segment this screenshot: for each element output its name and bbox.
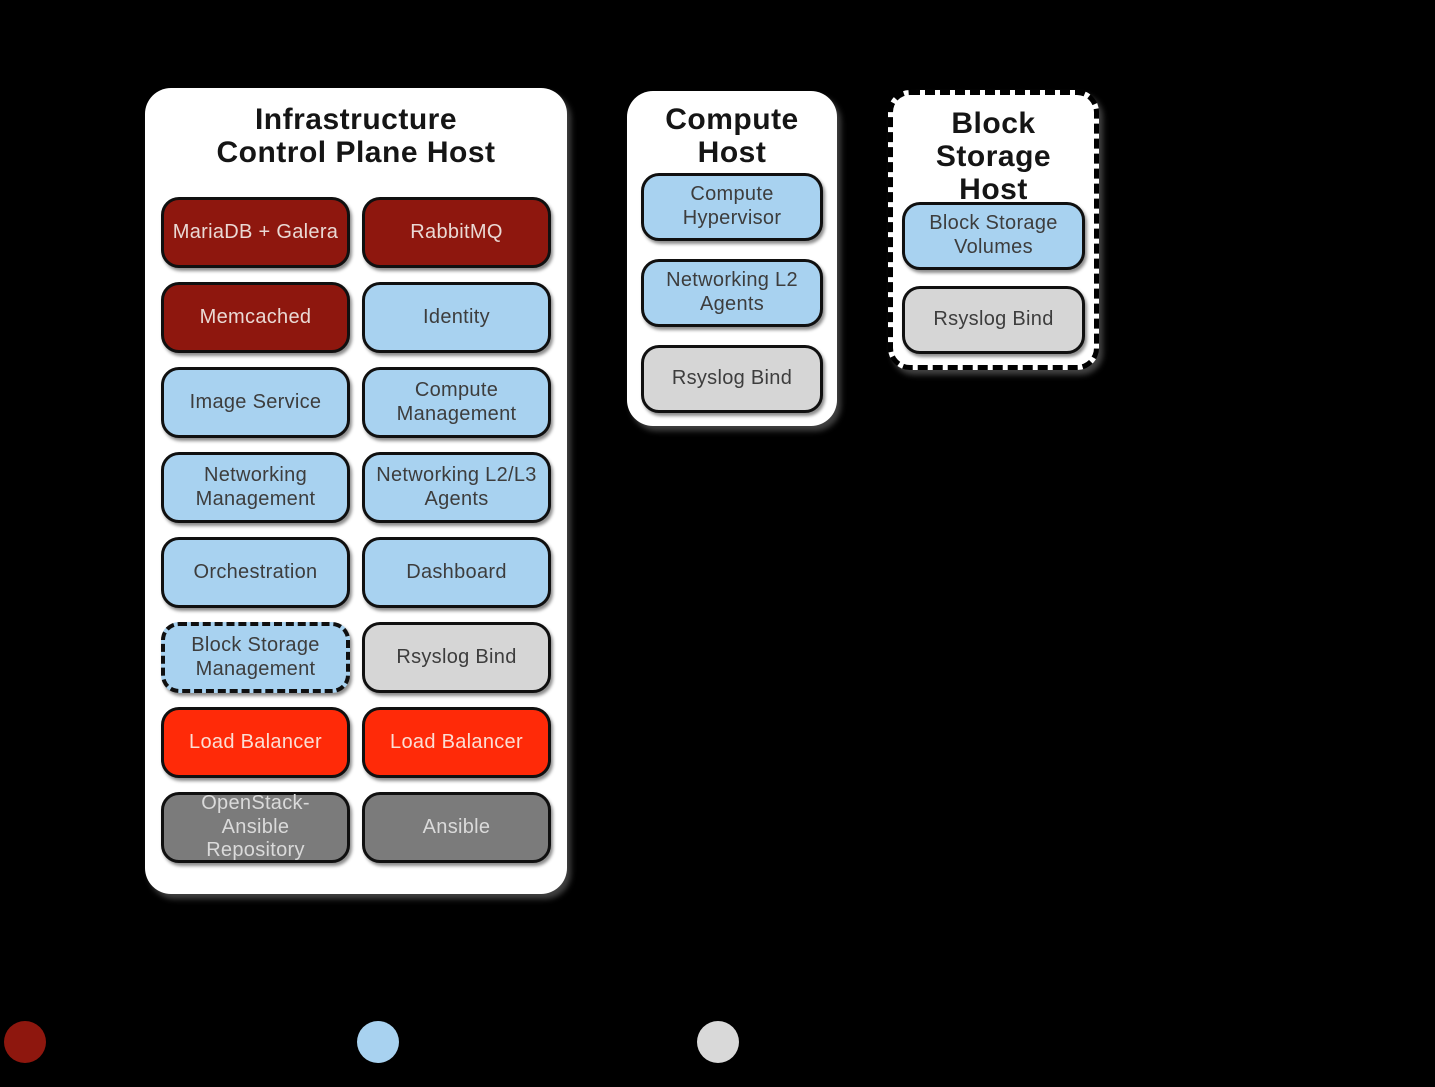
compute-services-grid: Compute Hypervisor Networking L2 Agents … — [641, 173, 823, 413]
service-box-load-balancer-2: Load Balancer — [362, 707, 551, 778]
infrastructure-host-title-line-1: Infrastructure — [254, 103, 458, 136]
service-box-rsyslog-bind-compute: Rsyslog Bind — [641, 345, 823, 413]
infrastructure-services-grid: MariaDB + Galera RabbitMQ Memcached Iden… — [161, 197, 551, 863]
service-box-networking-l2-agents: Networking L2 Agents — [641, 259, 823, 327]
legend-dot-support-service-color — [697, 1021, 739, 1063]
service-box-rabbitmq: RabbitMQ — [362, 197, 551, 268]
service-box-block-storage-management: Block Storage Management — [161, 622, 350, 693]
service-box-openstack-ansible-repository: OpenStack-Ansible Repository — [161, 792, 350, 863]
service-box-load-balancer-1: Load Balancer — [161, 707, 350, 778]
service-box-rsyslog-bind-block-storage: Rsyslog Bind — [902, 286, 1085, 354]
compute-host-title: Compute Host — [627, 91, 837, 169]
compute-host-title-line-2: Host — [697, 136, 767, 169]
service-box-identity: Identity — [362, 282, 551, 353]
service-box-orchestration: Orchestration — [161, 537, 350, 608]
block-storage-host-title-line-2: Storage — [935, 140, 1052, 173]
service-box-dashboard: Dashboard — [362, 537, 551, 608]
service-box-networking-management: Networking Management — [161, 452, 350, 523]
service-box-rsyslog-bind-infra: Rsyslog Bind — [362, 622, 551, 693]
block-storage-host-container: Block Storage Host Block Storage Volumes… — [888, 90, 1099, 370]
service-box-networking-l2-l3-agents: Networking L2/L3 Agents — [362, 452, 551, 523]
infrastructure-host-title-line-2: Control Plane Host — [216, 136, 496, 169]
service-box-compute-management: Compute Management — [362, 367, 551, 438]
infrastructure-control-plane-host-container: Infrastructure Control Plane Host MariaD… — [145, 88, 567, 894]
block-storage-services-grid: Block Storage Volumes Rsyslog Bind — [902, 202, 1085, 354]
legend-dot-infrastructure-service-color — [4, 1021, 46, 1063]
block-storage-host-title: Block Storage Host — [893, 95, 1094, 206]
service-box-block-storage-volumes: Block Storage Volumes — [902, 202, 1085, 270]
compute-host-title-line-1: Compute — [665, 103, 799, 136]
block-storage-host-title-line-3: Host — [959, 173, 1028, 206]
service-box-mariadb-galera: MariaDB + Galera — [161, 197, 350, 268]
service-box-ansible: Ansible — [362, 792, 551, 863]
legend-dot-openstack-service-color — [357, 1021, 399, 1063]
service-box-compute-hypervisor: Compute Hypervisor — [641, 173, 823, 241]
service-box-memcached: Memcached — [161, 282, 350, 353]
block-storage-host-title-line-1: Block — [951, 107, 1036, 140]
service-box-image-service: Image Service — [161, 367, 350, 438]
compute-host-container: Compute Host Compute Hypervisor Networki… — [627, 91, 837, 426]
infrastructure-host-title: Infrastructure Control Plane Host — [145, 88, 567, 169]
